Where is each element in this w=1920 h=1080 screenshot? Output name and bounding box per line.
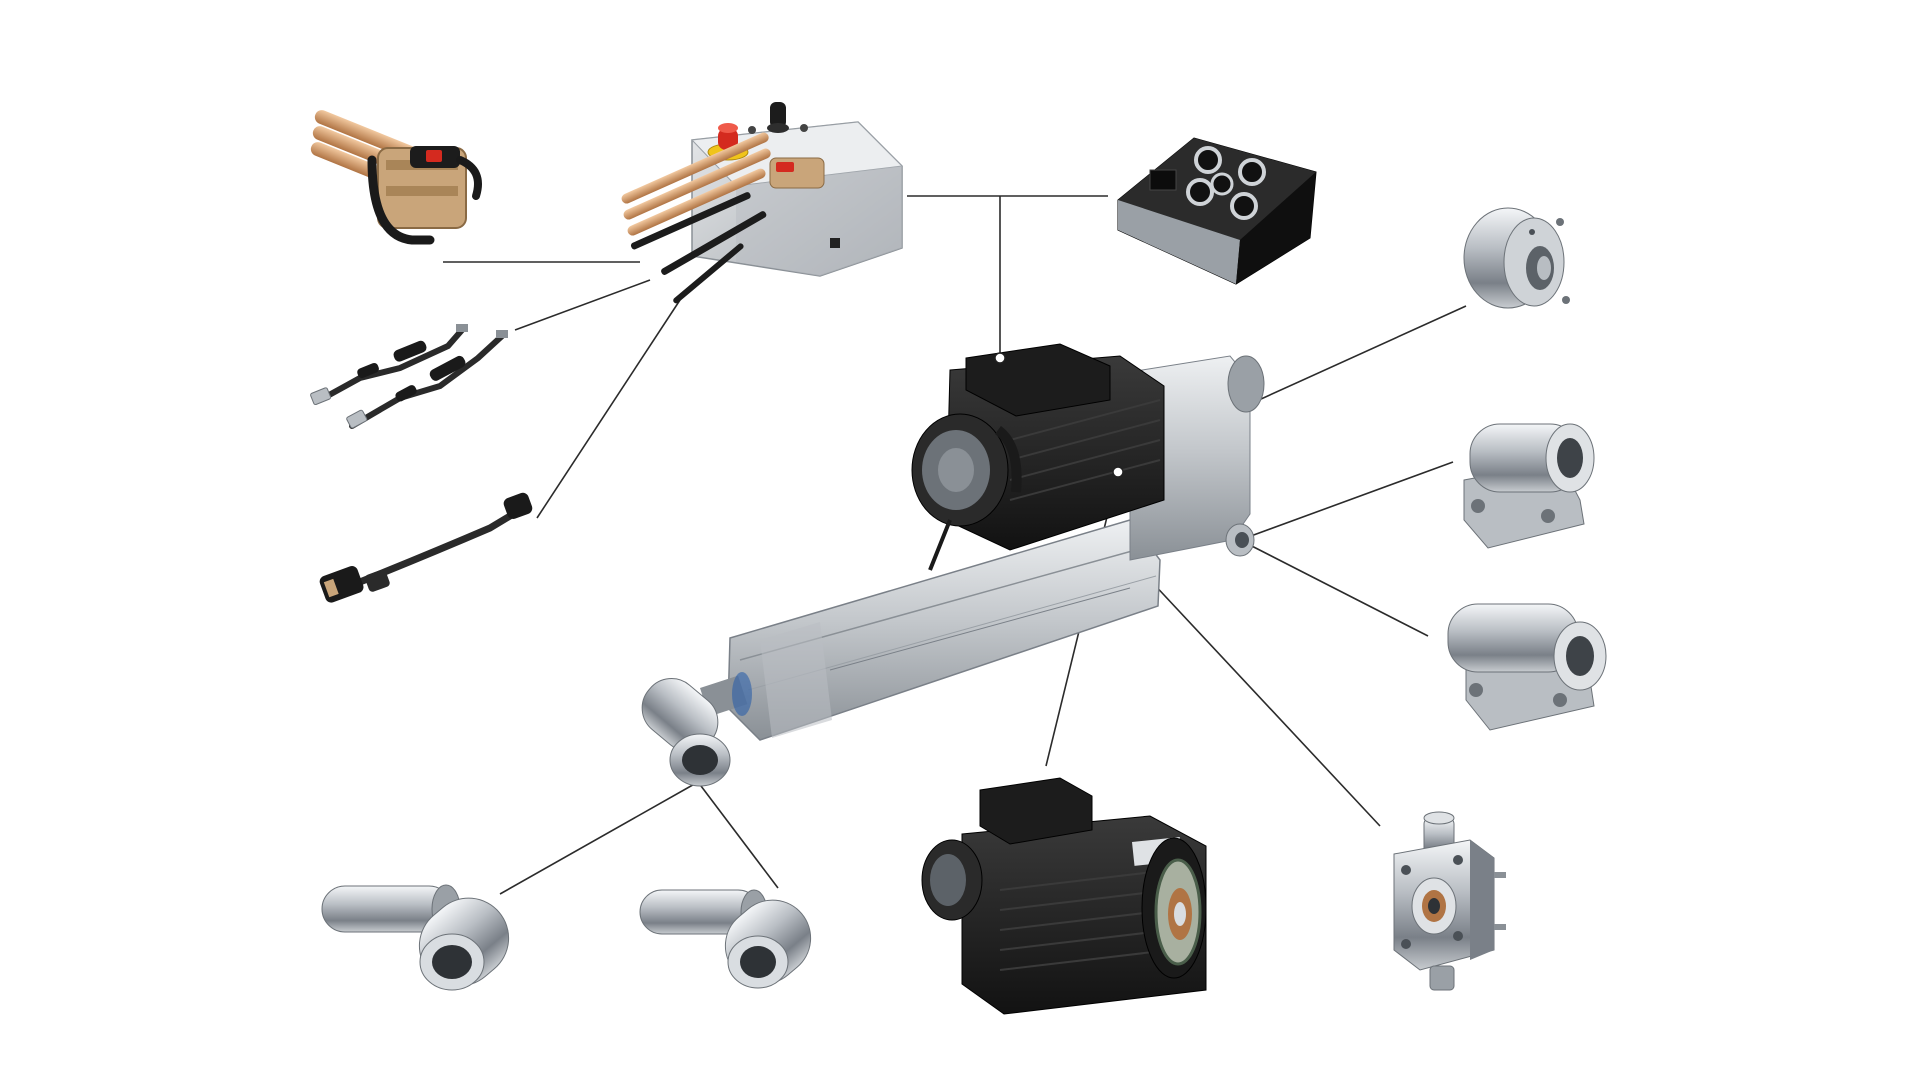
leader-rod-eye-right (697, 781, 779, 889)
rod-eye-icon (639, 889, 812, 989)
actuator-icon (641, 343, 1265, 787)
leader-rod-eye-left (499, 781, 699, 895)
trunnion-mount-icon (1447, 603, 1607, 731)
callout-point-controller (994, 352, 1006, 364)
flange-mount-icon (1393, 811, 1506, 991)
trunnion-mount-lower (1447, 603, 1607, 731)
leader-flange-mount (1149, 579, 1381, 827)
servo-motor-icon (921, 777, 1207, 1015)
extension-cable (319, 492, 533, 603)
sensor-cable-icon (310, 324, 508, 429)
leader-holding-brake (1249, 305, 1467, 405)
leader-extension-cable (536, 299, 681, 519)
rod-eye-right (639, 889, 812, 989)
sensor-cables (310, 324, 508, 429)
servo-motor (921, 777, 1207, 1015)
rod-eye-icon (321, 884, 510, 991)
trunnion-mount-upper (1463, 423, 1595, 549)
extension-cable-icon (319, 492, 533, 603)
motor-controller (1117, 137, 1317, 285)
leader-trunnion-lower (1239, 539, 1429, 637)
cable-connector-icon (310, 110, 482, 245)
flange-mount (1393, 811, 1506, 991)
linear-actuator (641, 343, 1265, 787)
power-cable-connector (310, 110, 482, 245)
callout-point-motor (1112, 466, 1124, 478)
leader-sensor-cables (514, 279, 651, 331)
brake-disc-icon (1463, 207, 1570, 309)
holding-brake (1463, 207, 1570, 309)
leader-trunnion-upper (1239, 461, 1454, 541)
trunnion-mount-icon (1463, 423, 1595, 549)
controller-module-icon (1117, 137, 1317, 285)
rod-eye-left (321, 884, 510, 991)
control-box (621, 102, 904, 304)
leader-lines (443, 195, 1467, 895)
control-box-icon (621, 102, 904, 304)
